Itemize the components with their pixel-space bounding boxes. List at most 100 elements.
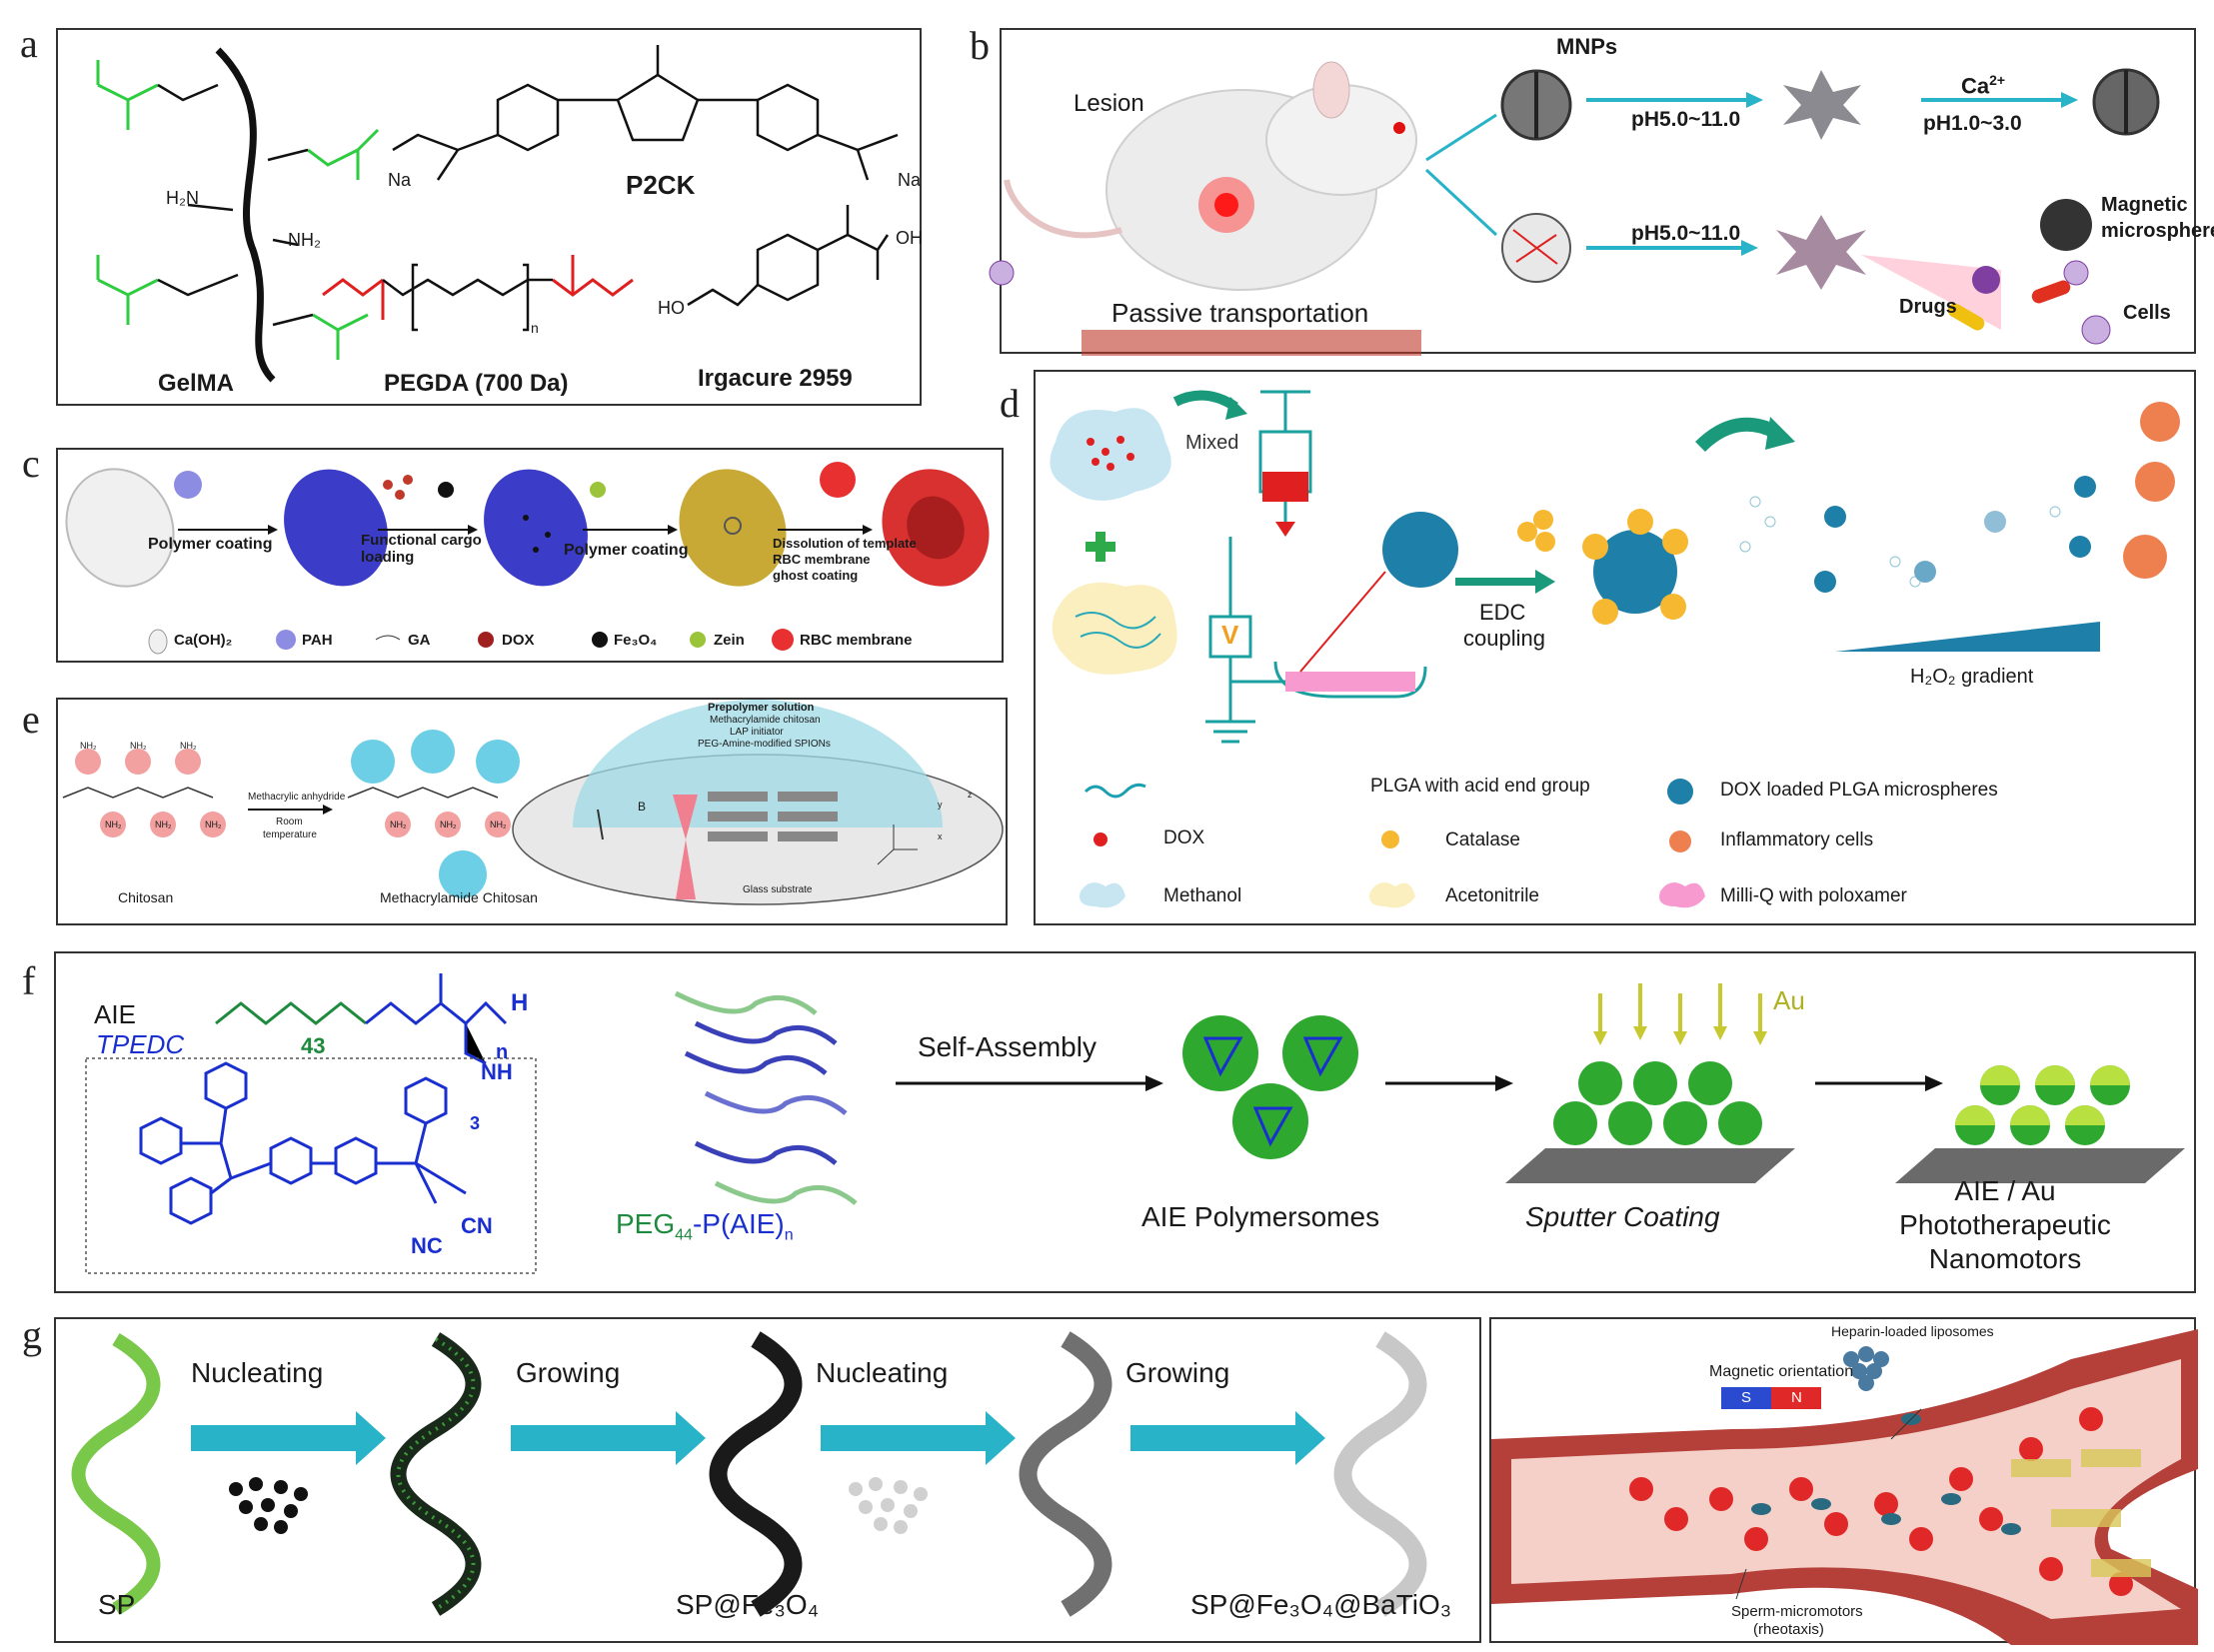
legend-methanol: Methanol <box>1163 885 1242 906</box>
axis-x-label: x <box>938 831 943 841</box>
nh2-4: NH₂ <box>105 820 122 829</box>
legend-acetonitrile: Acetonitrile <box>1445 885 1539 906</box>
legend-fe3o4: Fe₃O₄ <box>614 632 658 649</box>
spacer-3: 3 <box>470 1113 481 1133</box>
legend-milliq: Milli-Q with poloxamer <box>1720 885 1907 906</box>
nano3-label: Nanomotors <box>1928 1243 2082 1274</box>
reagent-label: Methacrylic anhydride <box>248 792 346 803</box>
step-nucleating-1: Nucleating <box>191 1357 324 1388</box>
panel-f: AIE TPEDC 43 n H NH 3 CN NC <box>54 951 2196 1293</box>
self-assembly-label: Self-Assembly <box>918 1031 1097 1062</box>
panel-b: Lesion Passive transportation MNPs pH5.0… <box>989 28 2214 356</box>
step2a-label: Functional cargo <box>361 532 482 549</box>
step1-label: Polymer coating <box>148 536 273 553</box>
panel-c: Polymer coating Functional cargo loading… <box>56 448 1004 663</box>
panel-d-letter: d <box>1000 381 1020 426</box>
mchitosan-label: Methacrylamide Chitosan <box>380 889 538 905</box>
panel-g-letter: g <box>22 1312 42 1357</box>
legend-dox-plga: DOX loaded PLGA microspheres <box>1720 780 1998 801</box>
ca-label: Ca2+ <box>1961 72 2006 99</box>
panel-e-letter: e <box>22 697 40 742</box>
ph-top-label: pH5.0~11.0 <box>1631 108 1741 131</box>
step4a-label: Dissolution of template <box>773 536 917 551</box>
polymer-chains <box>674 983 2185 1205</box>
poly-n: n <box>496 1041 509 1063</box>
mnp-pathway <box>989 68 2160 345</box>
b-field-label: B <box>638 800 647 814</box>
na-right: Na <box>898 170 922 190</box>
nh2-7: NH₂ <box>390 820 407 829</box>
nh2-1: NH₂ <box>80 741 97 751</box>
peg-label: PEG44-P(AIE)n <box>616 1208 794 1244</box>
panel-a-letter: a <box>20 21 38 66</box>
spiral-process <box>71 1331 1427 1617</box>
nh2-2: NH₂ <box>130 741 147 751</box>
chitosan-scheme <box>62 700 1004 905</box>
nc-label: NC <box>411 1233 443 1258</box>
panel-e: NH₂ NH₂ NH₂ NH₂ NH₂ NH₂ NH₂ NH₂ NH₂ Meth… <box>56 698 1008 925</box>
panel-c-letter: c <box>22 441 40 486</box>
s-pole-label: S <box>1741 1389 1752 1406</box>
step-growing-1: Growing <box>516 1357 621 1388</box>
sp-label: SP <box>98 1589 136 1620</box>
glass-label: Glass substrate <box>743 884 813 895</box>
h2o2-gradient-label: H₂O₂ gradient <box>1910 666 2034 688</box>
axis-z-label: z <box>968 790 973 800</box>
aie-structure <box>85 973 537 1274</box>
cond2-label: temperature <box>263 829 317 840</box>
blood-vessel <box>1491 1329 2198 1645</box>
step-nucleating-2: Nucleating <box>816 1357 949 1388</box>
p2ck-label: P2CK <box>626 170 696 200</box>
step-growing-2: Growing <box>1125 1357 1230 1388</box>
legend-catalase: Catalase <box>1445 829 1520 850</box>
edc-label: EDC <box>1479 600 1526 625</box>
nh2-9: NH₂ <box>490 820 507 829</box>
legend-rbc: RBC membrane <box>800 632 913 649</box>
valve-label: V <box>1221 620 1239 650</box>
cells-label: Cells <box>2123 302 2171 324</box>
legend-inflammatory: Inflammatory cells <box>1720 829 1874 850</box>
panel-f-letter: f <box>22 958 36 1003</box>
cond1-label: Room <box>276 817 303 827</box>
sp-fe-label: SP@Fe₃O₄ <box>676 1589 820 1620</box>
oh-label: OH <box>896 228 923 248</box>
legend-pah: PAH <box>302 632 333 649</box>
step2b-label: loading <box>361 549 415 566</box>
prepolymer-label: Prepolymer solution <box>708 702 815 714</box>
h-end: H <box>511 989 529 1016</box>
legend-dox: DOX <box>502 632 535 649</box>
cn-label: CN <box>461 1213 493 1238</box>
nh2-6: NH₂ <box>205 820 222 829</box>
n-pole-label: N <box>1791 1389 1802 1406</box>
nh-label: NH <box>481 1059 513 1084</box>
ph-ca-label: pH1.0~3.0 <box>1923 112 2022 135</box>
pre-chitosan-label: Methacrylamide chitosan <box>710 715 821 726</box>
pegda-label: PEGDA (700 Da) <box>384 370 569 397</box>
peg-43: 43 <box>301 1033 326 1058</box>
mixed-label: Mixed <box>1185 432 1239 454</box>
sp-fe-ba-label: SP@Fe₃O₄@BaTiO₃ <box>1190 1589 1452 1620</box>
microsphere-synthesis <box>1050 390 2180 908</box>
passive-label: Passive transportation <box>1111 298 1369 328</box>
panel-g: Nucleating Growing Nucleating Growing SP… <box>54 1317 1481 1643</box>
h2n-label: H₂N <box>166 188 199 208</box>
legend-zein: Zein <box>714 632 745 649</box>
nh2-label: NH₂ <box>288 230 321 250</box>
gelma-label: GelMA <box>158 370 235 397</box>
irgacure-label: Irgacure 2959 <box>698 365 853 392</box>
nano2-label: Phototherapeutic <box>1899 1209 2111 1240</box>
step4b-label: RBC membrane <box>773 552 871 567</box>
na-left: Na <box>388 170 412 190</box>
magnetic-orientation-label: Magnetic orientation <box>1709 1363 1854 1380</box>
legend-ga: GA <box>408 632 431 649</box>
chitosan-label: Chitosan <box>118 889 174 905</box>
pegda-structure <box>322 255 634 332</box>
magnetic-label: Magnetic <box>2101 194 2188 216</box>
nh2-3: NH₂ <box>180 741 197 751</box>
step3-label: Polymer coating <box>564 542 689 559</box>
polymersomes-label: AIE Polymersomes <box>1141 1201 1380 1232</box>
spion-label: PEG-Amine-modified SPIONs <box>698 739 831 750</box>
au-label: Au <box>1773 985 1805 1015</box>
lap-label: LAP initiator <box>730 727 784 738</box>
coupling-label: coupling <box>1463 626 1545 651</box>
